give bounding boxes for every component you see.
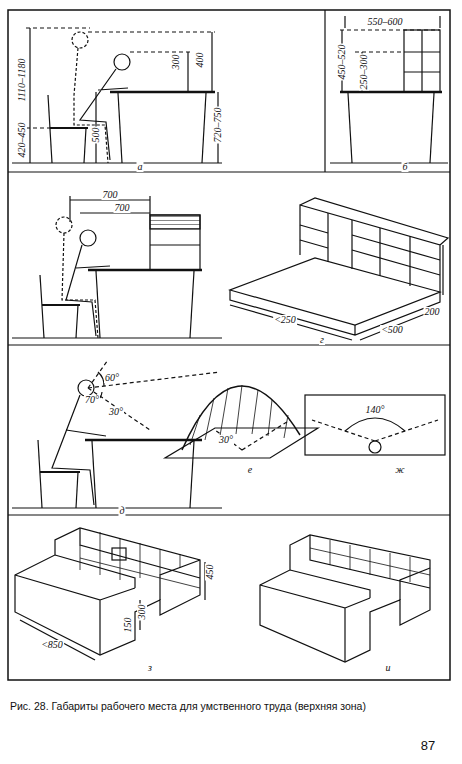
dimension-label: и [385,663,392,673]
dimension-label: 60° [104,373,120,383]
dimension-label: 550–600 [367,17,404,27]
dimension-label: 300 [171,54,181,71]
figure-caption: Рис. 28. Габариты рабочего места для умс… [10,700,450,713]
dimension-label: <250 [273,315,297,325]
dimension-label: 700 [102,190,119,200]
dimension-label: з [147,663,153,673]
dimension-label: 200 [424,307,441,317]
dimension-label: 30° [218,435,234,445]
dimension-label: 500 [91,127,101,144]
dimension-label: д [118,506,125,516]
dimension-label: 30° [108,407,124,417]
dimension-label: 1110–1180 [17,58,27,103]
dimension-label: <850 [40,640,64,650]
dimension-label: 450 [205,564,215,581]
dimension-label: а [137,162,144,172]
dimension-label: 150 [123,617,133,634]
dimension-label: г [319,335,325,345]
dimension-label: 400 [195,52,205,69]
dimension-label: б [401,162,408,172]
dimension-label: 140° [365,405,386,415]
dimension-label: е [247,465,253,475]
dimension-label: 300 [137,604,147,621]
dimension-label: 700 [114,203,131,213]
dimension-label: 70° [84,395,100,405]
dimension-label: 720–750 [213,107,223,144]
dimension-label: 450–520 [337,44,347,81]
dimension-label: ж [394,465,405,475]
dimension-label: 250–300 [359,54,369,91]
page-number: 87 [420,739,436,752]
dimension-label: 420–450 [17,122,27,159]
dimension-label: <500 [380,325,404,335]
